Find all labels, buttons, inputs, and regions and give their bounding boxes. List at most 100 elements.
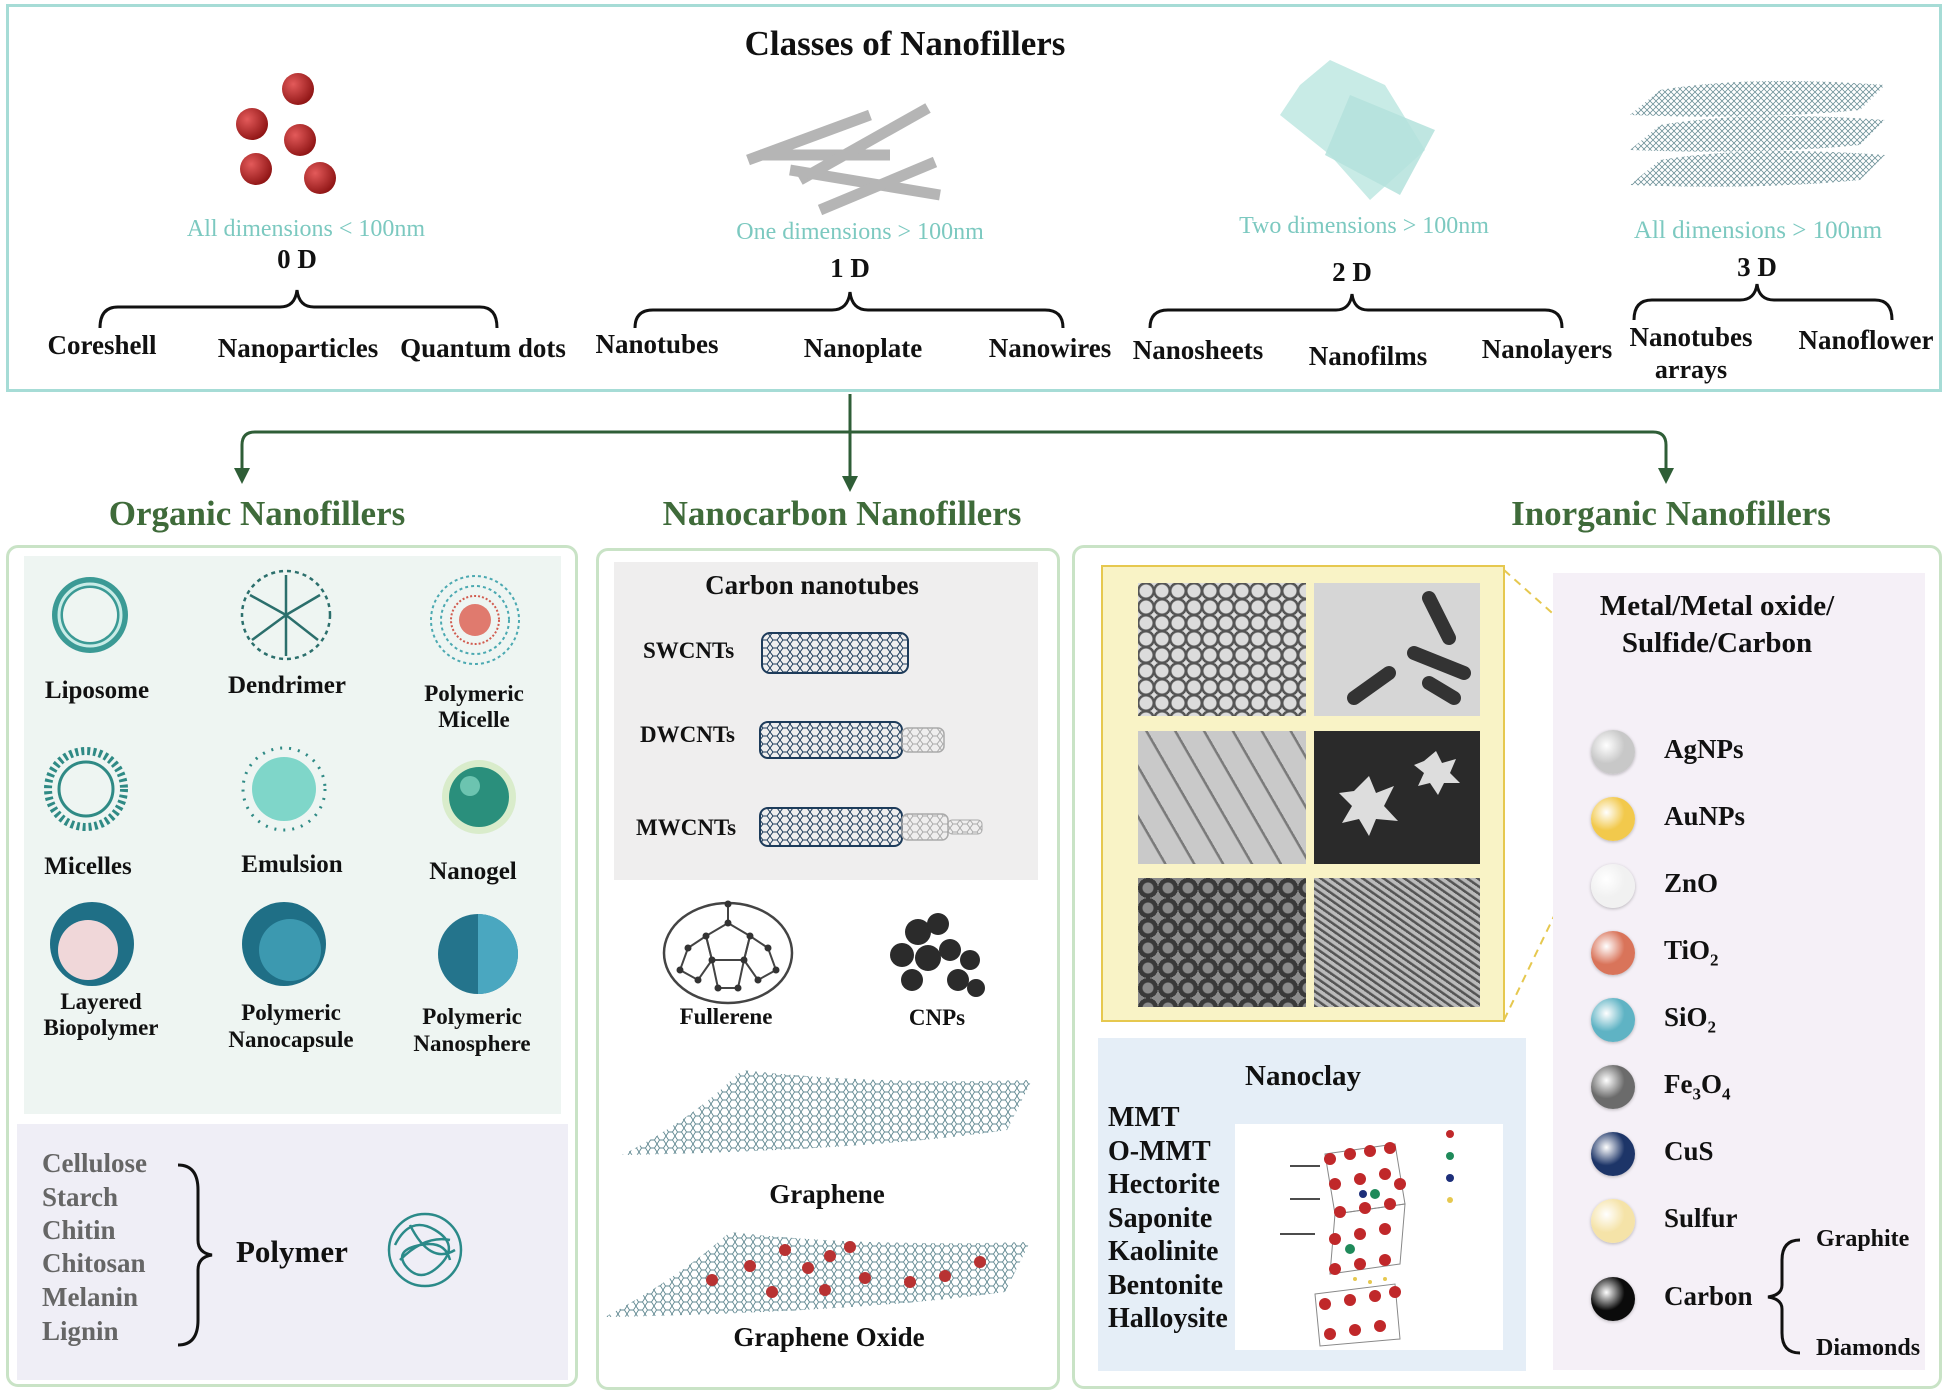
nanoclay-halloysite: Halloysite: [1108, 1303, 1228, 1334]
dim-2-desc: Two dimensions > 100nm: [1239, 213, 1489, 239]
polymer-lignin: Lignin: [42, 1316, 119, 1346]
dim-1-item-nanoplate: Nanoplate: [803, 333, 923, 363]
dim-3-item-arrays: arrays: [1654, 355, 1728, 384]
dim-2-label: 2 D: [1332, 257, 1372, 287]
nanoclay-kaolinite: Kaolinite: [1108, 1236, 1219, 1267]
carbon-graphite: Graphite: [1816, 1226, 1910, 1252]
nanoclay-saponite: Saponite: [1108, 1203, 1213, 1234]
dim-0-label: 0 D: [277, 244, 317, 274]
dim-0-desc: All dimensions < 100nm: [186, 216, 426, 242]
stacked-layers-icon: [1630, 81, 1885, 187]
dim-3-item-nanoflower: Nanoflower: [1798, 325, 1934, 355]
micrograph-flowers: [1314, 731, 1480, 864]
nanocarbon-title: Nanocarbon Nanofillers: [662, 494, 1022, 533]
metal-label: Sulfur: [1664, 1203, 1738, 1233]
organic-item-liposome: Liposome: [44, 677, 150, 704]
dim-0-item-coreshell: Coreshell: [47, 330, 157, 360]
cnt-tubes-icon: [759, 632, 983, 847]
dim-1-item-nanowires: Nanowires: [988, 333, 1112, 363]
dim-3-desc: All dimensions > 100nm: [1633, 217, 1883, 244]
metal-sphere-icon: [1591, 1277, 1635, 1321]
cnps-icon: [890, 913, 985, 997]
organic-item-nanogel: Nanogel: [429, 858, 517, 885]
dim-2-item-nanosheets: Nanosheets: [1132, 335, 1264, 365]
metal-label: SiO2: [1664, 1002, 1717, 1037]
metal-label: AgNPs: [1664, 734, 1744, 764]
micrograph-spheres: [1138, 583, 1306, 716]
organic-item-dendrimer: Dendrimer: [227, 672, 347, 699]
metal-sphere-icon: [1591, 998, 1635, 1042]
dim-3-label: 3 D: [1737, 252, 1777, 282]
organic-item-polymeric: Polymeric: [424, 681, 524, 706]
micrograph-rough: [1138, 878, 1306, 1007]
cnt-title: Carbon nanotubes: [705, 570, 919, 600]
polymer-melanin: Melanin: [42, 1282, 139, 1312]
organic-item-layered: Layered: [60, 989, 142, 1014]
metal-sphere-icon: [1591, 1132, 1635, 1176]
polymer-chitin: Chitin: [42, 1215, 116, 1245]
inorganic-panel: [1072, 545, 1942, 1389]
metal-label: CuS: [1664, 1136, 1714, 1166]
organic-title: Organic Nanofillers: [108, 494, 406, 533]
inorganic-title: Inorganic Nanofillers: [1511, 494, 1831, 533]
dim-1-desc: One dimensions > 100nm: [736, 219, 984, 245]
metal-label: TiO2: [1664, 935, 1719, 970]
organic-item-nanosphere: Nanosphere: [413, 1031, 531, 1056]
polymer-cellulose: Cellulose: [42, 1148, 147, 1178]
organic-item-emulsion: Emulsion: [241, 851, 343, 878]
branch-arrows: [234, 394, 1674, 492]
polymer-area: [17, 1124, 568, 1380]
nanoclay-bentonite: Bentonite: [1108, 1270, 1224, 1301]
nanorods-icon: [746, 103, 941, 216]
dim-2-item-nanolayers: Nanolayers: [1481, 334, 1613, 364]
metal-sphere-icon: [1591, 797, 1635, 841]
classes-title: Classes of Nanofillers: [744, 24, 1066, 63]
organic-item-micelles: Micelles: [44, 853, 132, 880]
dim-3-item-nanotubes: Nanotubes: [1629, 322, 1753, 352]
polymer-coil-icon: [387, 1212, 463, 1288]
fullerene-label: Fullerene: [679, 1004, 773, 1029]
metal-title-line1: Metal/Metal oxide/: [1599, 590, 1835, 622]
organic-panel: [6, 545, 578, 1387]
metal-sphere-icon: [1591, 1199, 1635, 1243]
organic-shapes-area: [24, 556, 561, 1114]
nanoparticles-icon: [236, 73, 336, 194]
organic-item-biopolymer: Biopolymer: [43, 1015, 159, 1040]
metal-sphere-icon: [1591, 931, 1635, 975]
nanoclay-hectorite: Hectorite: [1108, 1169, 1220, 1200]
dim-braces: [98, 283, 1894, 329]
classes-panel: [6, 4, 1942, 392]
organic-item-micelle: Micelle: [438, 707, 510, 732]
micrograph-rods-marks: [1347, 591, 1471, 705]
metal-sphere-icon: [1591, 730, 1635, 774]
dim-1-label: 1 D: [830, 253, 870, 283]
polymer-brace: [177, 1163, 213, 1347]
polymer-label: Polymer: [236, 1234, 348, 1269]
micrograph-triangles: [1138, 731, 1306, 864]
clay-structure-area: [1235, 1124, 1503, 1350]
graphene-icon: [622, 1070, 1032, 1155]
dim-2-item-nanofilms: Nanofilms: [1308, 341, 1428, 371]
metal-label: Fe3O4: [1664, 1069, 1731, 1104]
dim-0-item-quantum-dots: Quantum dots: [400, 333, 566, 363]
organic-item-nanocapsule: Nanocapsule: [228, 1027, 354, 1052]
dim-1-item-nanotubes: Nanotubes: [595, 329, 719, 359]
organic-item-polymeric-3: Polymeric: [422, 1004, 522, 1029]
organic-item-polymeric-2: Polymeric: [241, 1000, 341, 1025]
cnt-swcnts: SWCNTs: [643, 638, 735, 663]
metal-sphere-icon: [1591, 864, 1635, 908]
nanoclay-ommt: O-MMT: [1108, 1136, 1211, 1167]
graphene-label: Graphene: [769, 1179, 885, 1209]
organic-icons: [44, 569, 520, 994]
nanosheets-icon: [1280, 60, 1435, 200]
metal-label: Carbon: [1664, 1281, 1753, 1311]
nanocarbon-panel: [596, 548, 1060, 1390]
cnps-label: CNPs: [908, 1005, 966, 1030]
graphene-oxide-icon: [605, 1232, 1030, 1317]
micrograph-flower-marks: [1339, 751, 1460, 836]
metal-title-line2: Sulfide/Carbon: [1621, 627, 1813, 659]
nanoclay-title: Nanoclay: [1245, 1060, 1361, 1092]
metal-label: AuNPs: [1664, 801, 1746, 831]
graphene-oxide-label: Graphene Oxide: [733, 1322, 925, 1352]
dim-0-item-nanoparticles: Nanoparticles: [217, 333, 379, 363]
